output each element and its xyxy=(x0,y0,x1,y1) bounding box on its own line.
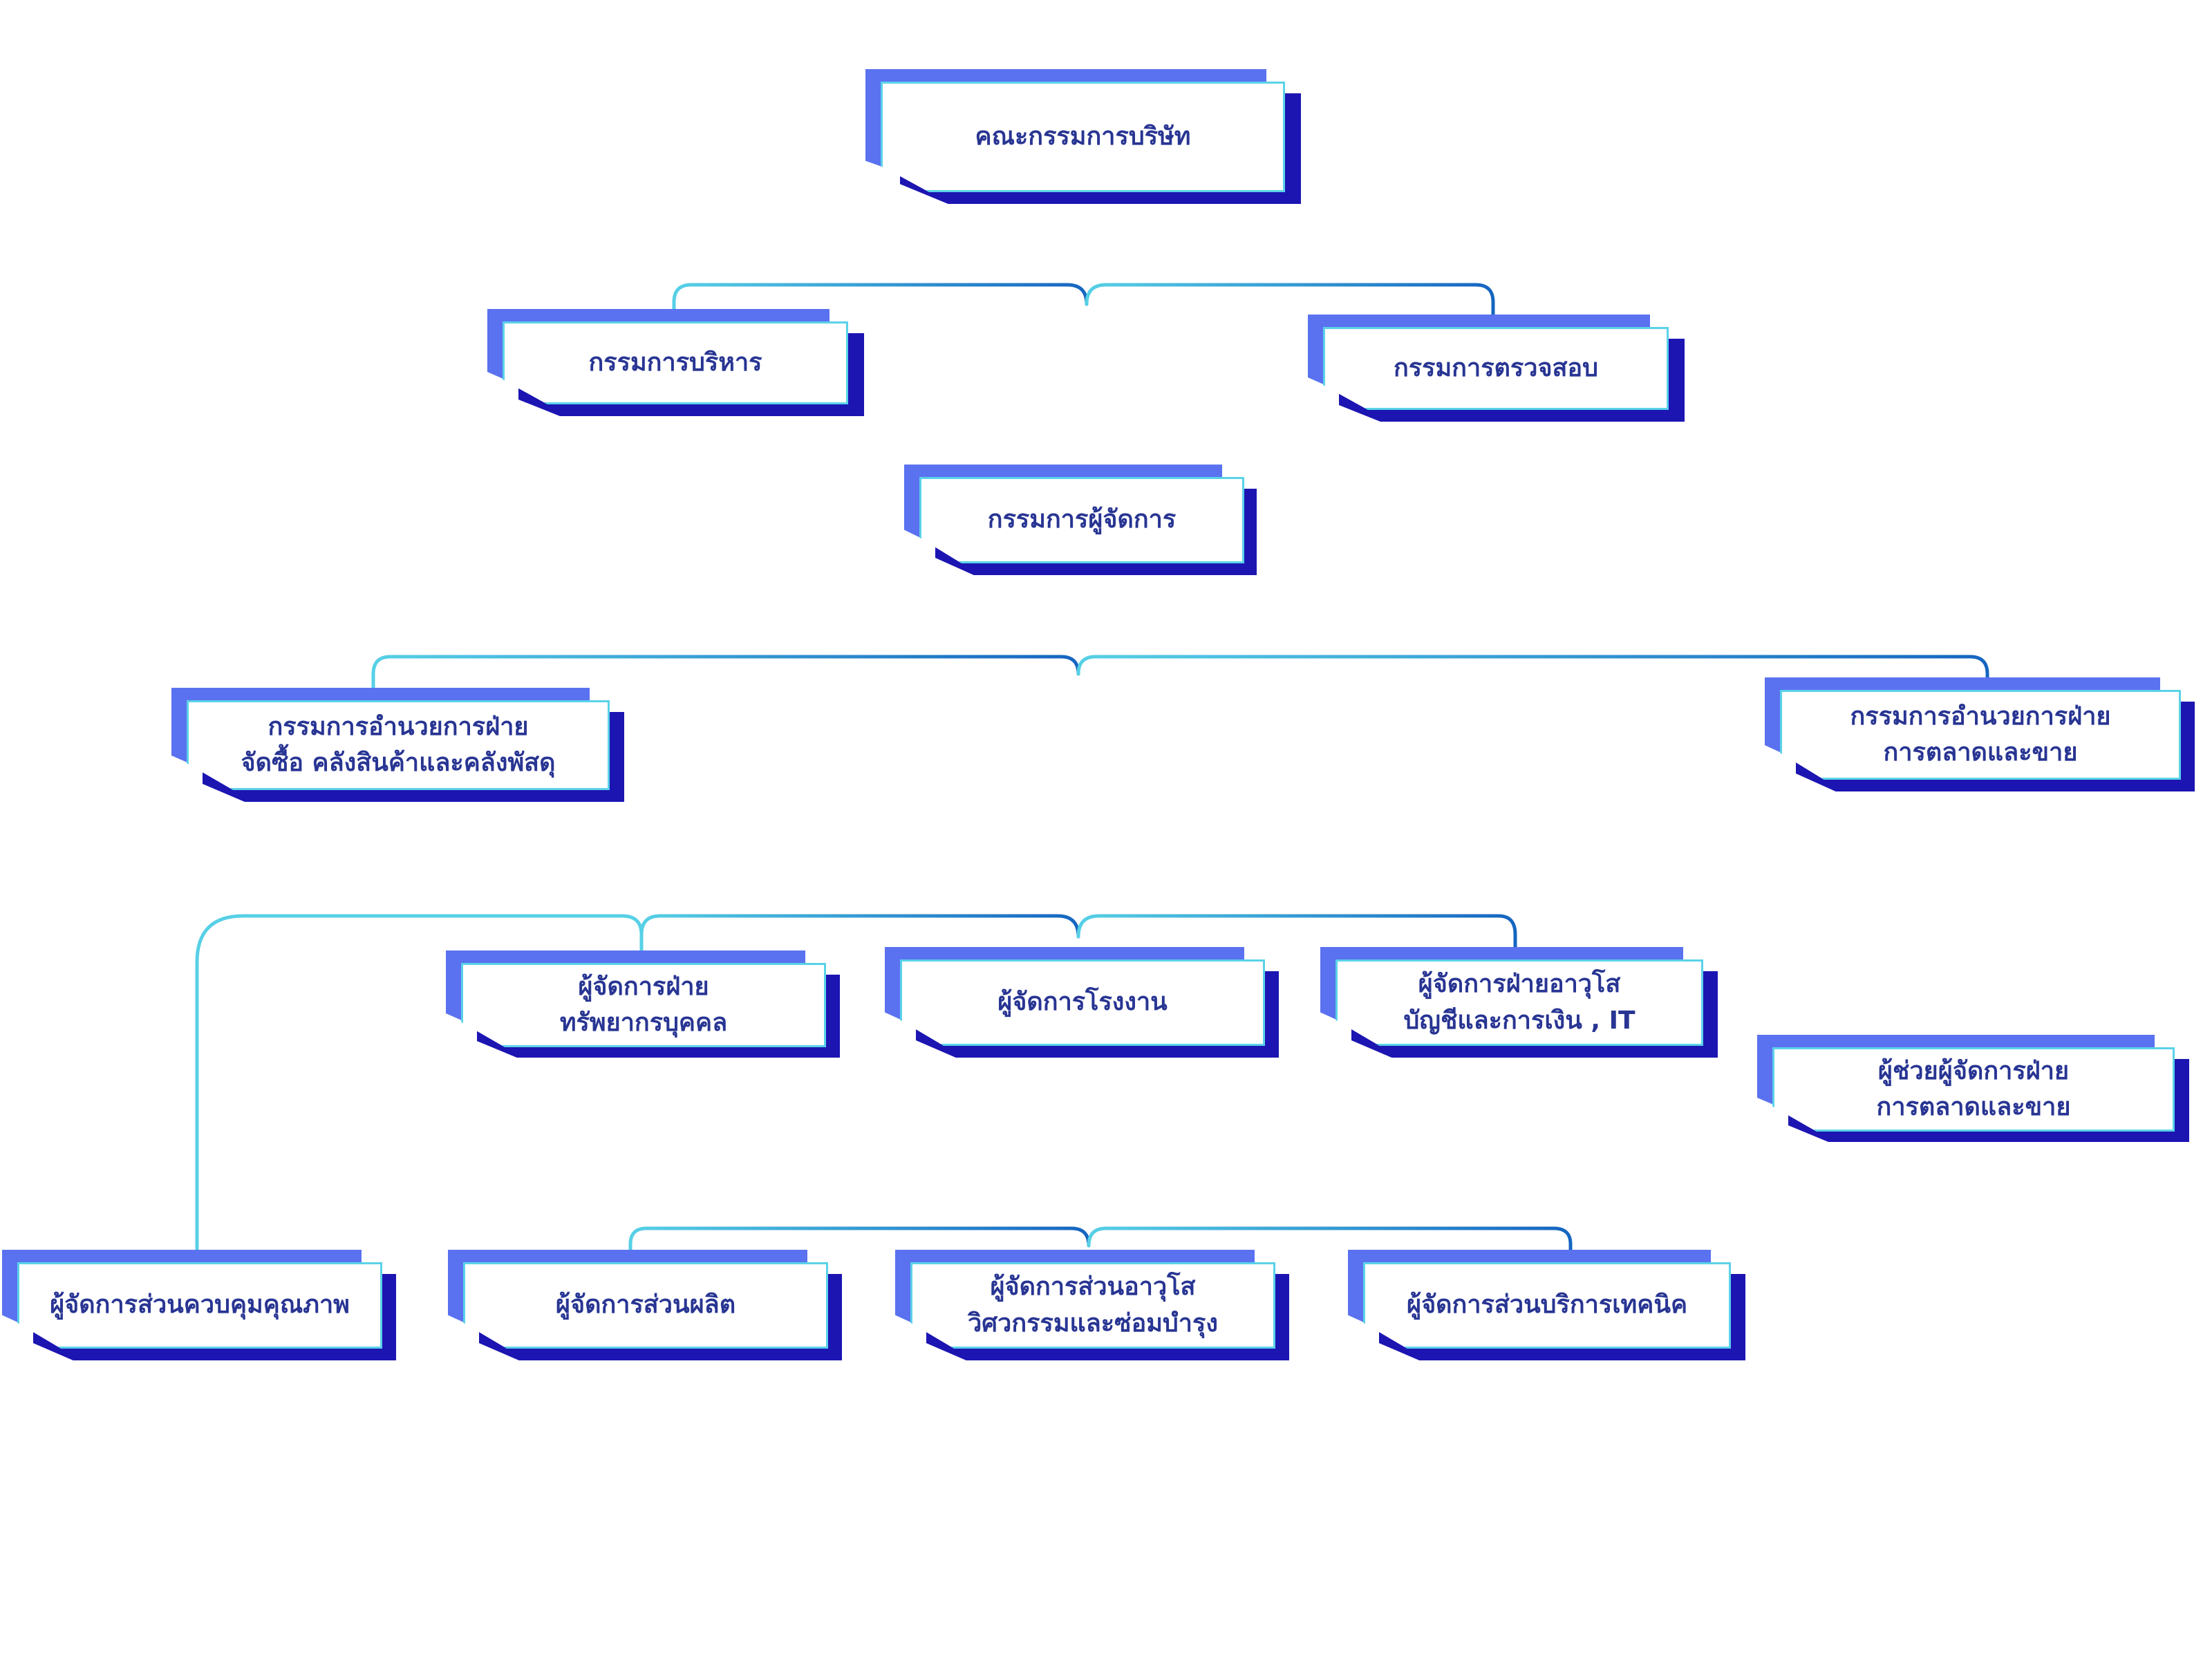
node-mgr-qc: ผู้จัดการส่วนควบคุมคุณภาพ xyxy=(2,1250,396,1364)
line-board-left xyxy=(672,283,1089,321)
node-mgr-tech-service: ผู้จัดการส่วนบริการเทคนิค xyxy=(1348,1250,1745,1364)
node-label: ผู้จัดการส่วนบริการเทคนิค xyxy=(1407,1287,1687,1323)
node-label: ผู้ช่วยผู้จัดการฝ่าย การตลาดและขาย xyxy=(1877,1053,2071,1125)
node-label-line: ผู้จัดการส่วนควบคุมคุณภาพ xyxy=(50,1291,350,1320)
node-face: ผู้จัดการส่วนควบคุมคุณภาพ xyxy=(17,1262,382,1349)
node-label-line: ผู้จัดการโรงงาน xyxy=(997,988,1168,1017)
node-managing-director: กรรมการผู้จัดการ xyxy=(904,465,1257,579)
node-dir-procurement: กรรมการอำนวยการฝ่าย จัดซื้อ คลังสินค้าแล… xyxy=(171,688,624,805)
node-board: คณะกรรมการบริษัท xyxy=(865,69,1301,207)
line-md-left xyxy=(371,655,1080,702)
node-label: กรรมการผู้จัดการ xyxy=(988,502,1176,538)
node-dir-marketing: กรรมการอำนวยการฝ่าย การตลาดและขาย xyxy=(1765,677,2195,795)
node-face: ผู้ช่วยผู้จัดการฝ่าย การตลาดและขาย xyxy=(1772,1047,2175,1132)
node-label: กรรมการอำนวยการฝ่าย จัดซื้อ คลังสินค้าแล… xyxy=(241,709,555,781)
node-face: คณะกรรมการบริษัท xyxy=(881,82,1285,192)
node-face: ผู้จัดการฝ่ายอาวุโส บัญชีและการเงิน , IT xyxy=(1335,959,1703,1046)
line-board-right xyxy=(1085,283,1495,326)
node-label: ผู้จัดการส่วนผลิต xyxy=(556,1287,735,1323)
node-audit-committee: กรรมการตรวจสอบ xyxy=(1308,315,1685,425)
node-label: คณะกรรมการบริษัท xyxy=(975,119,1190,155)
line-plant-right xyxy=(1087,1226,1573,1264)
node-face: กรรมการอำนวยการฝ่าย จัดซื้อ คลังสินค้าแล… xyxy=(187,700,610,790)
node-label: ผู้จัดการส่วนอาวุโส วิศวกรรมและซ่อมบำรุง xyxy=(968,1269,1218,1341)
node-label-line: การตลาดและขาย xyxy=(1883,738,2078,767)
node-face: กรรมการผู้จัดการ xyxy=(919,477,1244,563)
node-label-line: ผู้จัดการส่วนผลิต xyxy=(555,1291,736,1320)
node-exec-committee: กรรมการบริหาร xyxy=(487,309,864,420)
node-label-line: กรรมการบริหาร xyxy=(588,348,762,377)
node-label-line: การตลาดและขาย xyxy=(1876,1093,2071,1121)
node-label-line: คณะกรรมการบริษัท xyxy=(975,122,1191,151)
node-mgr-plant: ผู้จัดการโรงงาน xyxy=(885,947,1279,1061)
node-label-line: กรรมการตรวจสอบ xyxy=(1393,353,1598,382)
node-face: ผู้จัดการโรงงาน xyxy=(900,959,1265,1046)
line-tier4-right xyxy=(1076,914,1517,962)
node-face: กรรมการบริหาร xyxy=(503,321,848,404)
node-face: ผู้จัดการส่วนบริการเทคนิค xyxy=(1363,1262,1731,1349)
node-label-line: ผู้ช่วยผู้จัดการฝ่าย xyxy=(1877,1056,2070,1085)
node-face: กรรมการอำนวยการฝ่าย การตลาดและขาย xyxy=(1780,690,2181,780)
node-label-line: ทรัพยากรบุคคล xyxy=(559,1009,728,1037)
node-label-line: ผู้จัดการฝ่ายอาวุโส xyxy=(1418,970,1621,999)
node-label: กรรมการตรวจสอบ xyxy=(1394,350,1598,386)
node-mgr-production: ผู้จัดการส่วนผลิต xyxy=(448,1250,842,1364)
node-asst-marketing: ผู้ช่วยผู้จัดการฝ่าย การตลาดและขาย xyxy=(1757,1035,2189,1145)
node-label-line: กรรมการผู้จัดการ xyxy=(987,505,1177,534)
line-qc xyxy=(195,914,644,1264)
node-label-line: ผู้จัดการส่วนอาวุโส xyxy=(990,1273,1196,1302)
node-label-line: บัญชีและการเงิน , IT xyxy=(1403,1006,1635,1035)
line-md-right xyxy=(1076,655,1989,693)
node-label-line: ผู้จัดการส่วนบริการเทคนิค xyxy=(1406,1291,1688,1320)
node-label: ผู้จัดการฝ่าย ทรัพยากรบุคคล xyxy=(560,969,727,1041)
node-face: กรรมการตรวจสอบ xyxy=(1323,327,1669,410)
node-label-line: วิศวกรรมและซ่อมบำรุง xyxy=(968,1309,1218,1338)
node-label-line: ผู้จัดการฝ่าย xyxy=(578,972,709,1001)
node-label-line: กรรมการอำนวยการฝ่าย xyxy=(268,712,529,741)
node-label: ผู้จัดการโรงงาน xyxy=(997,984,1168,1020)
node-face: ผู้จัดการส่วนอาวุโส วิศวกรรมและซ่อมบำรุง xyxy=(910,1262,1275,1349)
node-label-line: กรรมการอำนวยการฝ่าย xyxy=(1850,702,2111,731)
node-label: ผู้จัดการฝ่ายอาวุโส บัญชีและการเงิน , IT xyxy=(1403,966,1635,1038)
node-label: ผู้จัดการส่วนควบคุมคุณภาพ xyxy=(50,1287,350,1323)
node-label: กรรมการบริหาร xyxy=(588,345,762,381)
node-face: ผู้จัดการส่วนผลิต xyxy=(463,1262,828,1349)
node-label: กรรมการอำนวยการฝ่าย การตลาดและขาย xyxy=(1850,699,2110,771)
node-mgr-finance: ผู้จัดการฝ่ายอาวุโส บัญชีและการเงิน , IT xyxy=(1320,947,1718,1061)
node-mgr-engineering: ผู้จัดการส่วนอาวุโส วิศวกรรมและซ่อมบำรุง xyxy=(895,1250,1289,1364)
node-face: ผู้จัดการฝ่าย ทรัพยากรบุคคล xyxy=(461,963,826,1047)
node-label-line: จัดซื้อ คลังสินค้าและคลังพัสดุ xyxy=(241,749,556,777)
node-mgr-hr: ผู้จัดการฝ่าย ทรัพยากรบุคคล xyxy=(446,950,840,1061)
line-plant-left xyxy=(628,1226,1091,1264)
